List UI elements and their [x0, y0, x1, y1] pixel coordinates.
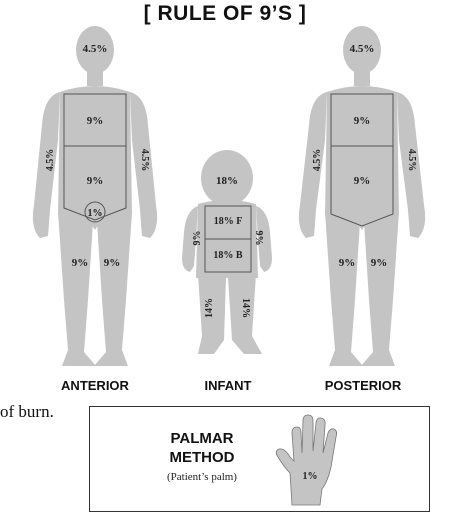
anterior-left-leg-shape [94, 212, 132, 366]
posterior-head-pct: 4.5% [350, 43, 375, 55]
posterior-left-leg-pct: 9% [371, 257, 388, 269]
posterior-left-leg-shape [361, 212, 399, 366]
anterior-figure [33, 26, 157, 366]
posterior-label: POSTERIOR [316, 378, 410, 393]
posterior-lower-back-pct: 9% [354, 175, 371, 187]
cropped-side-text: of burn. [0, 402, 54, 422]
infant-left-arm-pct: 9% [253, 231, 264, 246]
posterior-neck [354, 70, 370, 86]
anterior-head-pct: 4.5% [83, 43, 108, 55]
posterior-torso [325, 86, 399, 230]
posterior-figure [299, 26, 425, 366]
posterior-upper-back-pct: 9% [354, 115, 371, 127]
anterior-neck [87, 70, 103, 86]
anterior-abdomen-pct: 9% [87, 175, 104, 187]
infant-label: INFANT [190, 378, 266, 393]
palmar-title-line1: PALMAR [146, 429, 258, 448]
anterior-chest-pct: 9% [87, 115, 104, 127]
anterior-right-leg-pct: 9% [72, 257, 89, 269]
posterior-right-arm-pct: 4.5% [312, 149, 323, 172]
anterior-genital-pct: 1% [88, 208, 103, 219]
palmar-method-box: PALMAR METHOD (Patient’s palm) 1% [89, 406, 430, 512]
anterior-left-arm-pct: 4.5% [139, 149, 150, 172]
posterior-right-leg-pct: 9% [339, 257, 356, 269]
infant-left-leg-pct: 14% [240, 298, 251, 318]
palm-icon: 1% [270, 411, 350, 509]
palmar-title-line2: METHOD [146, 448, 258, 467]
palmar-subtitle: (Patient’s palm) [136, 471, 268, 483]
infant-head-pct: 18% [216, 175, 238, 187]
infant-trunk-front-pct: 18% F [214, 216, 243, 227]
palmar-title: PALMAR METHOD [146, 429, 258, 467]
palm-shape [276, 415, 336, 505]
infant-trunk-back-pct: 18% B [213, 250, 243, 261]
anterior-left-leg-pct: 9% [104, 257, 121, 269]
anterior-label: ANTERIOR [55, 378, 135, 393]
infant-right-leg-pct: 14% [204, 298, 215, 318]
posterior-left-arm-pct: 4.5% [406, 149, 417, 172]
body-figures: 4.5% 9% 9% 1% 4.5% 4.5% 9% 9% 18% 18% F … [0, 0, 450, 400]
infant-right-arm-pct: 9% [192, 231, 203, 246]
palm-pct: 1% [303, 471, 318, 482]
anterior-right-leg-shape [58, 212, 96, 366]
posterior-right-leg-shape [325, 212, 363, 366]
anterior-right-arm-pct: 4.5% [45, 149, 56, 172]
